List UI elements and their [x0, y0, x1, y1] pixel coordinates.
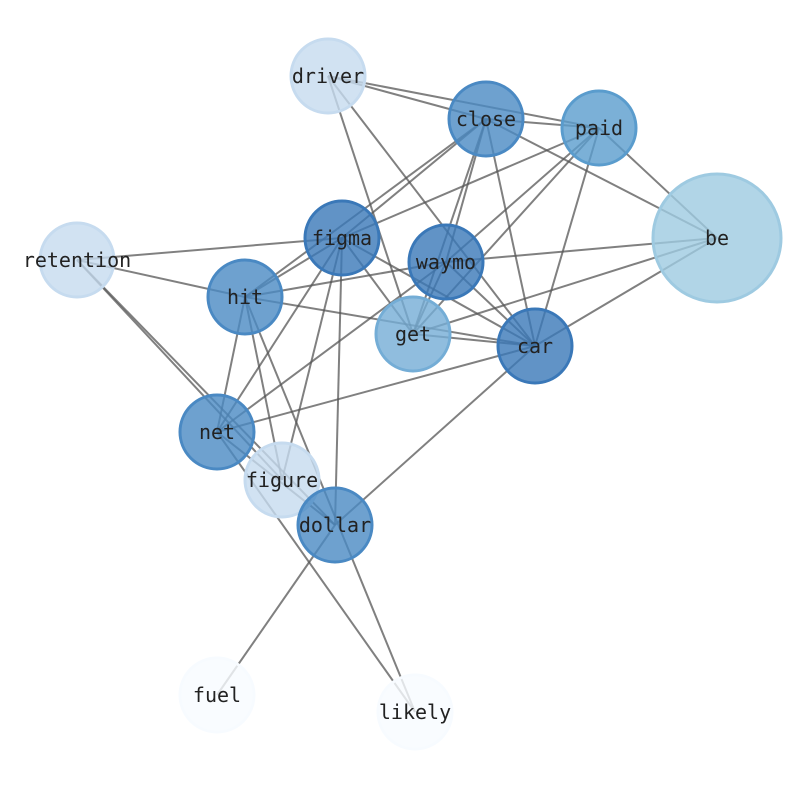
node-circle [376, 673, 454, 751]
node-label: driver [292, 64, 364, 88]
node-circle [447, 80, 525, 158]
node-circle [496, 307, 574, 385]
node-driver[interactable]: driver [289, 37, 367, 115]
edge-driver-car [327, 75, 536, 347]
node-circle [560, 89, 638, 167]
node-hit[interactable]: hit [206, 258, 284, 336]
node-label: figure [246, 468, 318, 492]
node-circle [407, 223, 485, 301]
edges-layer [76, 75, 718, 713]
node-label: dollar [299, 513, 371, 537]
node-circle [651, 172, 783, 304]
node-car[interactable]: car [496, 307, 574, 385]
node-label: fuel [193, 683, 241, 707]
node-label: likely [379, 700, 451, 724]
node-retention[interactable]: retention [23, 221, 131, 299]
node-label: paid [575, 116, 623, 140]
node-label: net [199, 420, 235, 444]
node-label: close [456, 107, 516, 131]
node-circle [38, 221, 116, 299]
edge-close-car [485, 118, 536, 347]
node-label: waymo [416, 250, 476, 274]
node-figure[interactable]: figure [243, 441, 321, 519]
node-circle [303, 199, 381, 277]
node-close[interactable]: close [447, 80, 525, 158]
node-circle [206, 258, 284, 336]
node-label: car [517, 334, 553, 358]
edge-waymo-net [216, 261, 447, 433]
node-label: hit [227, 285, 263, 309]
nodes-layer: driver close paid be retention figma waymo hit g… [23, 37, 783, 751]
node-label: figma [312, 226, 372, 250]
node-likely[interactable]: likely [376, 673, 454, 751]
edge-retention-figma [76, 237, 343, 261]
edge-net-car [216, 345, 536, 433]
node-circle [374, 295, 452, 373]
edge-paid-figma [341, 127, 600, 239]
node-paid[interactable]: paid [560, 89, 638, 167]
node-circle [289, 37, 367, 115]
edge-figma-figure [281, 237, 343, 481]
node-fuel[interactable]: fuel [178, 656, 256, 734]
node-circle [178, 656, 256, 734]
node-circle [178, 393, 256, 471]
node-label: get [395, 322, 431, 346]
node-circle [296, 486, 374, 564]
node-figma[interactable]: figma [303, 199, 381, 277]
node-get[interactable]: get [374, 295, 452, 373]
edge-figma-dollar [334, 237, 343, 526]
edge-dollar-car [334, 345, 536, 526]
node-dollar[interactable]: dollar [296, 486, 374, 564]
node-be[interactable]: be [651, 172, 783, 304]
node-label: be [705, 226, 729, 250]
node-net[interactable]: net [178, 393, 256, 471]
node-circle [243, 441, 321, 519]
node-label: retention [23, 248, 131, 272]
node-waymo[interactable]: waymo [407, 223, 485, 301]
